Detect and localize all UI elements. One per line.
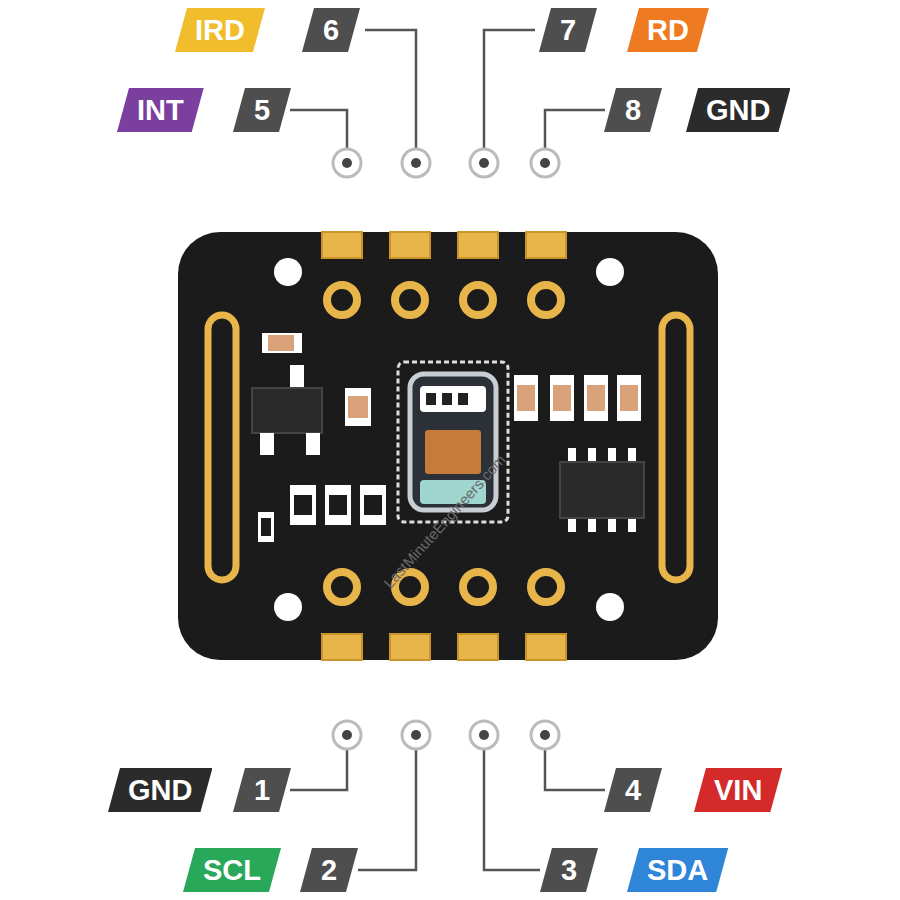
pin-number: 1	[233, 768, 291, 812]
pin-label: IRD	[175, 8, 265, 52]
pin-number-text: 1	[254, 776, 270, 805]
pin-label-text: VIN	[714, 776, 762, 805]
pin-label-text: IRD	[195, 16, 245, 45]
pin-label: VIN	[694, 768, 782, 812]
pin-label: GND	[686, 88, 790, 132]
pin-label: SCL	[183, 848, 281, 892]
pin-label: INT	[117, 88, 204, 132]
pin-label: SDA	[627, 848, 728, 892]
pin-number-text: 5	[254, 96, 270, 125]
pin-number-text: 6	[323, 16, 339, 45]
pcb-board	[178, 232, 718, 660]
pin-number-text: 3	[561, 856, 577, 885]
pin-number: 4	[604, 768, 662, 812]
pin-label-text: SCL	[203, 856, 261, 885]
pin-number: 8	[604, 88, 662, 132]
pin-number-text: 2	[321, 856, 337, 885]
pin-number-text: 7	[560, 16, 576, 45]
pin-label-text: SDA	[647, 856, 708, 885]
pin-number: 6	[302, 8, 360, 52]
pin-label-text: GND	[128, 776, 192, 805]
pin-number: 2	[300, 848, 358, 892]
pin-number: 5	[233, 88, 291, 132]
pin-number: 7	[539, 8, 597, 52]
pin-number-text: 4	[625, 776, 641, 805]
pin-label: RD	[627, 8, 709, 52]
pin-number: 3	[540, 848, 598, 892]
pin-number-text: 8	[625, 96, 641, 125]
pin-label-text: RD	[647, 16, 689, 45]
pin-label-text: INT	[137, 96, 184, 125]
pin-label-text: GND	[706, 96, 770, 125]
pin-label: GND	[108, 768, 212, 812]
